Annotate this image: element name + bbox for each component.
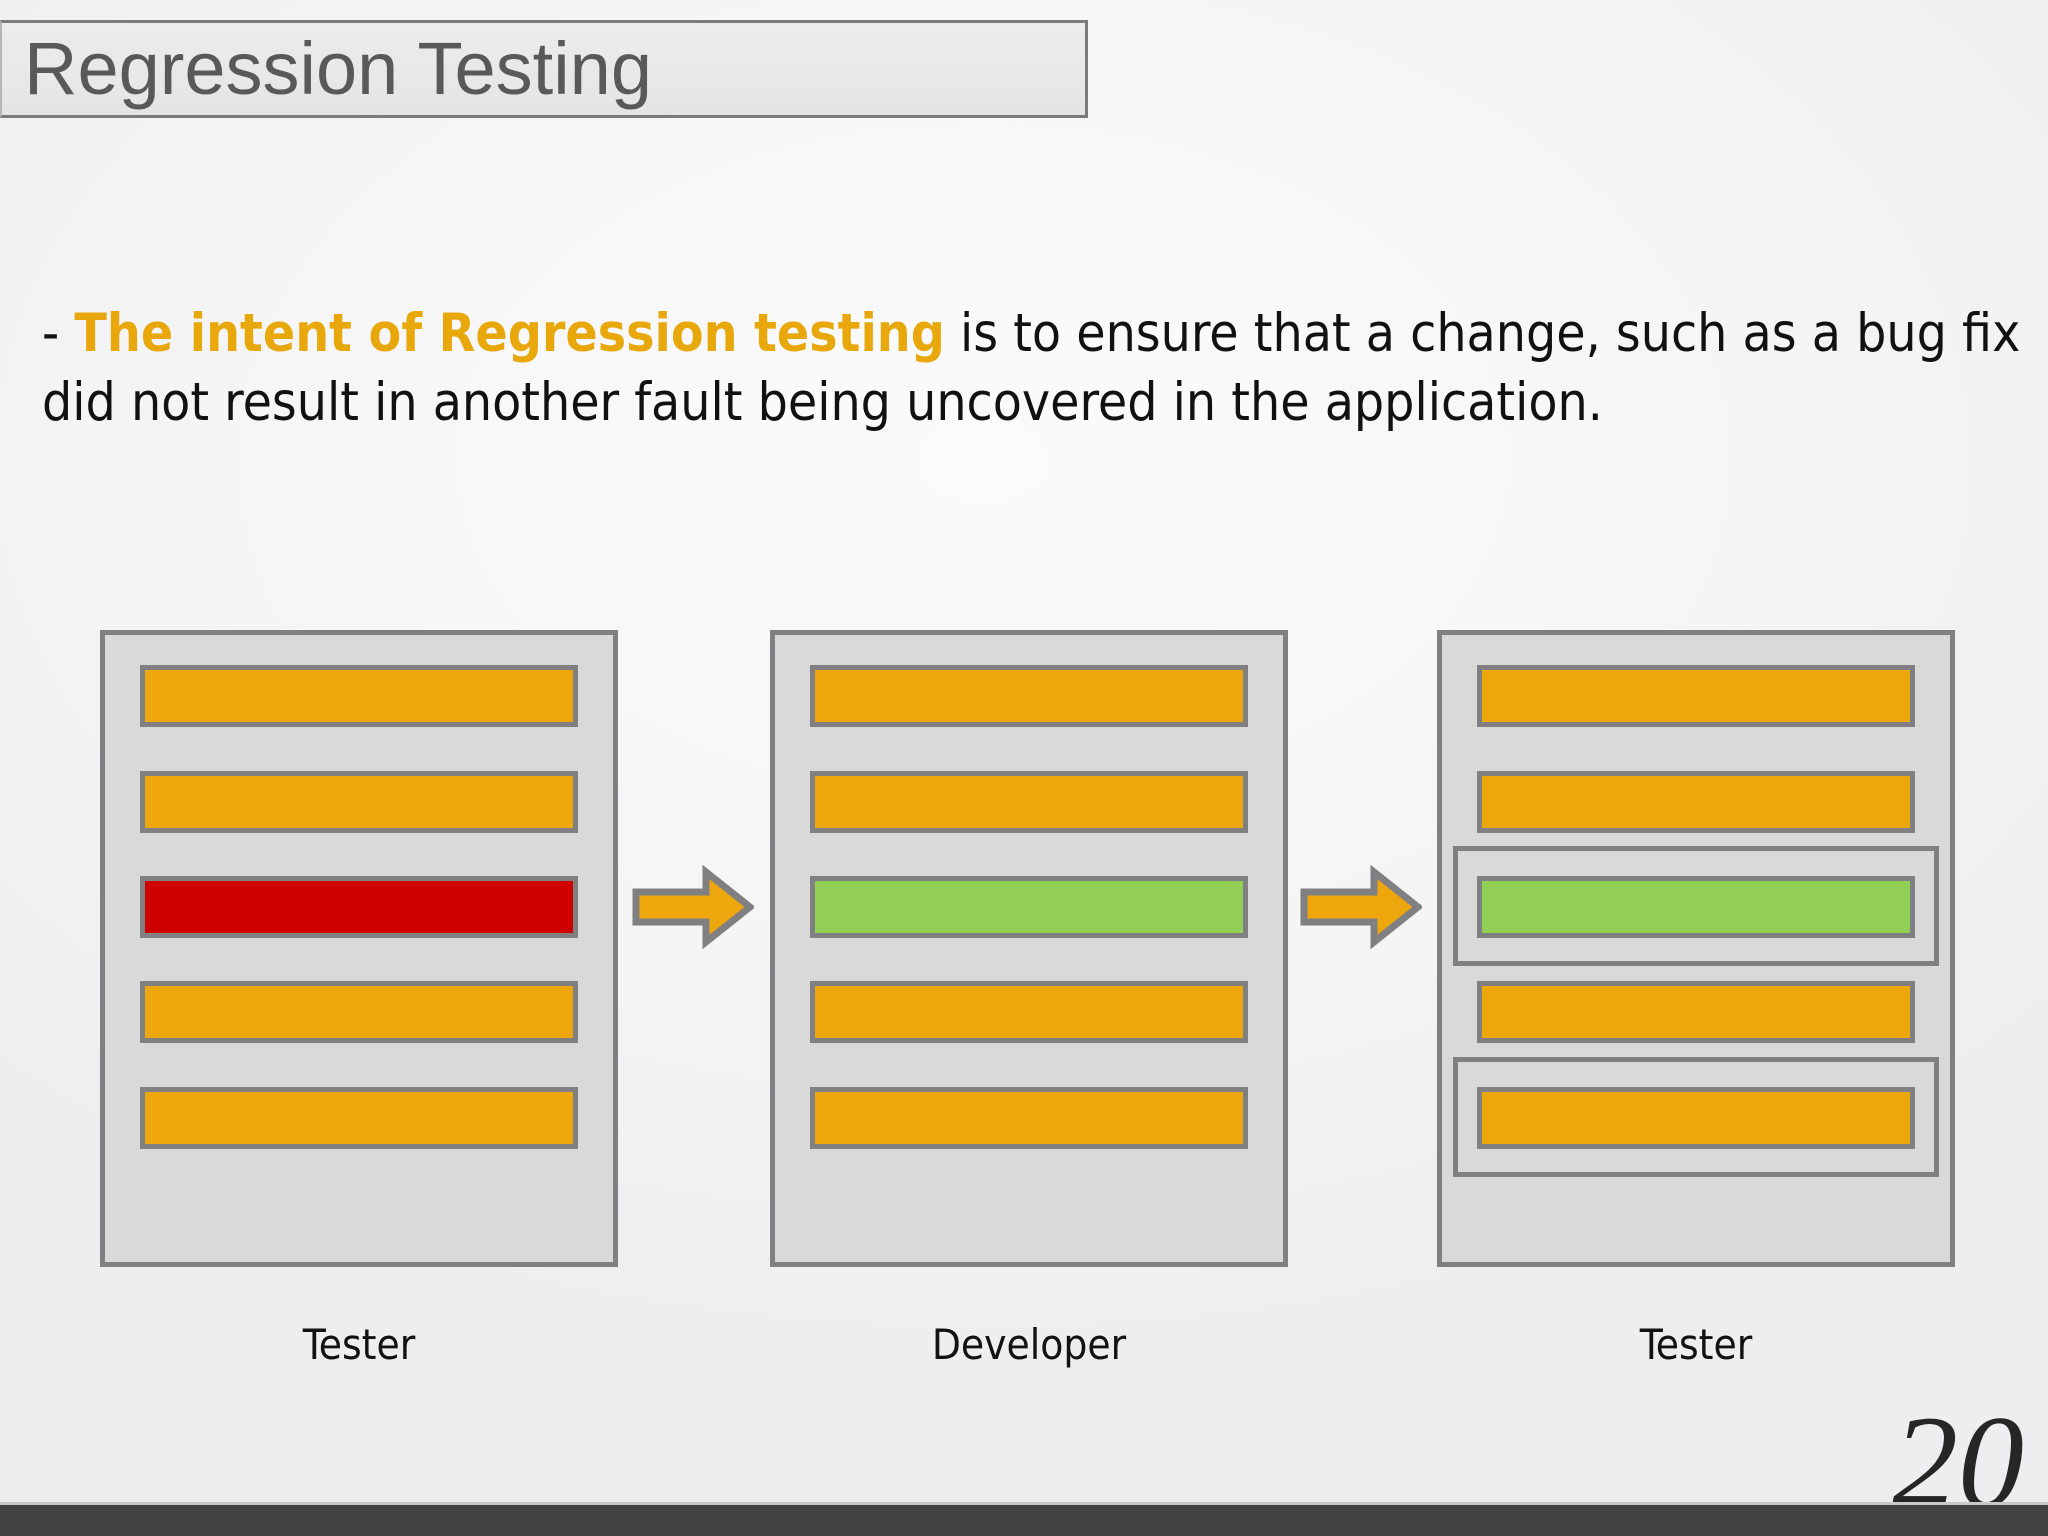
test-case-bar-2-2 — [810, 771, 1248, 833]
test-case-bar-3-3-fixed — [1477, 876, 1915, 938]
test-case-bar-1-5 — [140, 1087, 578, 1149]
test-case-bar-3-2 — [1477, 771, 1915, 833]
panel-caption-tester-after: Tester — [1639, 1320, 1753, 1369]
test-case-bar-3-5 — [1477, 1087, 1915, 1149]
test-case-bar-1-1 — [140, 665, 578, 727]
test-case-bar-2-1 — [810, 665, 1248, 727]
test-case-bar-2-3-fixed — [810, 876, 1248, 938]
test-case-bar-1-4 — [140, 981, 578, 1043]
arrow-1-icon — [632, 864, 754, 950]
regression-highlight-box-2 — [1453, 1057, 1939, 1177]
test-case-bar-2-5 — [810, 1087, 1248, 1149]
regression-highlight-box-1 — [1453, 846, 1939, 966]
test-case-bar-1-3-failed — [140, 876, 578, 938]
test-case-bar-3-1 — [1477, 665, 1915, 727]
panel-tester-before — [100, 630, 618, 1267]
test-case-bar-3-4 — [1477, 981, 1915, 1043]
body-rest-text: is to ensure that a change, such as a bu… — [42, 303, 2021, 433]
bullet-dash: - — [42, 303, 75, 364]
page-title: Regression Testing — [24, 27, 652, 110]
panel-developer — [770, 630, 1288, 1267]
body-paragraph: - The intent of Regression testing is to… — [42, 300, 2037, 438]
panel-caption-tester-before: Tester — [302, 1320, 416, 1369]
test-case-bar-2-4 — [810, 981, 1248, 1043]
slide-title-box: Regression Testing — [0, 20, 1088, 118]
panel-caption-developer: Developer — [931, 1320, 1127, 1369]
panel-tester-after — [1437, 630, 1955, 1267]
arrow-2-icon — [1300, 864, 1422, 950]
test-case-bar-1-2 — [140, 771, 578, 833]
bottom-bar — [0, 1502, 2048, 1536]
highlighted-phrase: The intent of Regression testing — [74, 303, 945, 364]
